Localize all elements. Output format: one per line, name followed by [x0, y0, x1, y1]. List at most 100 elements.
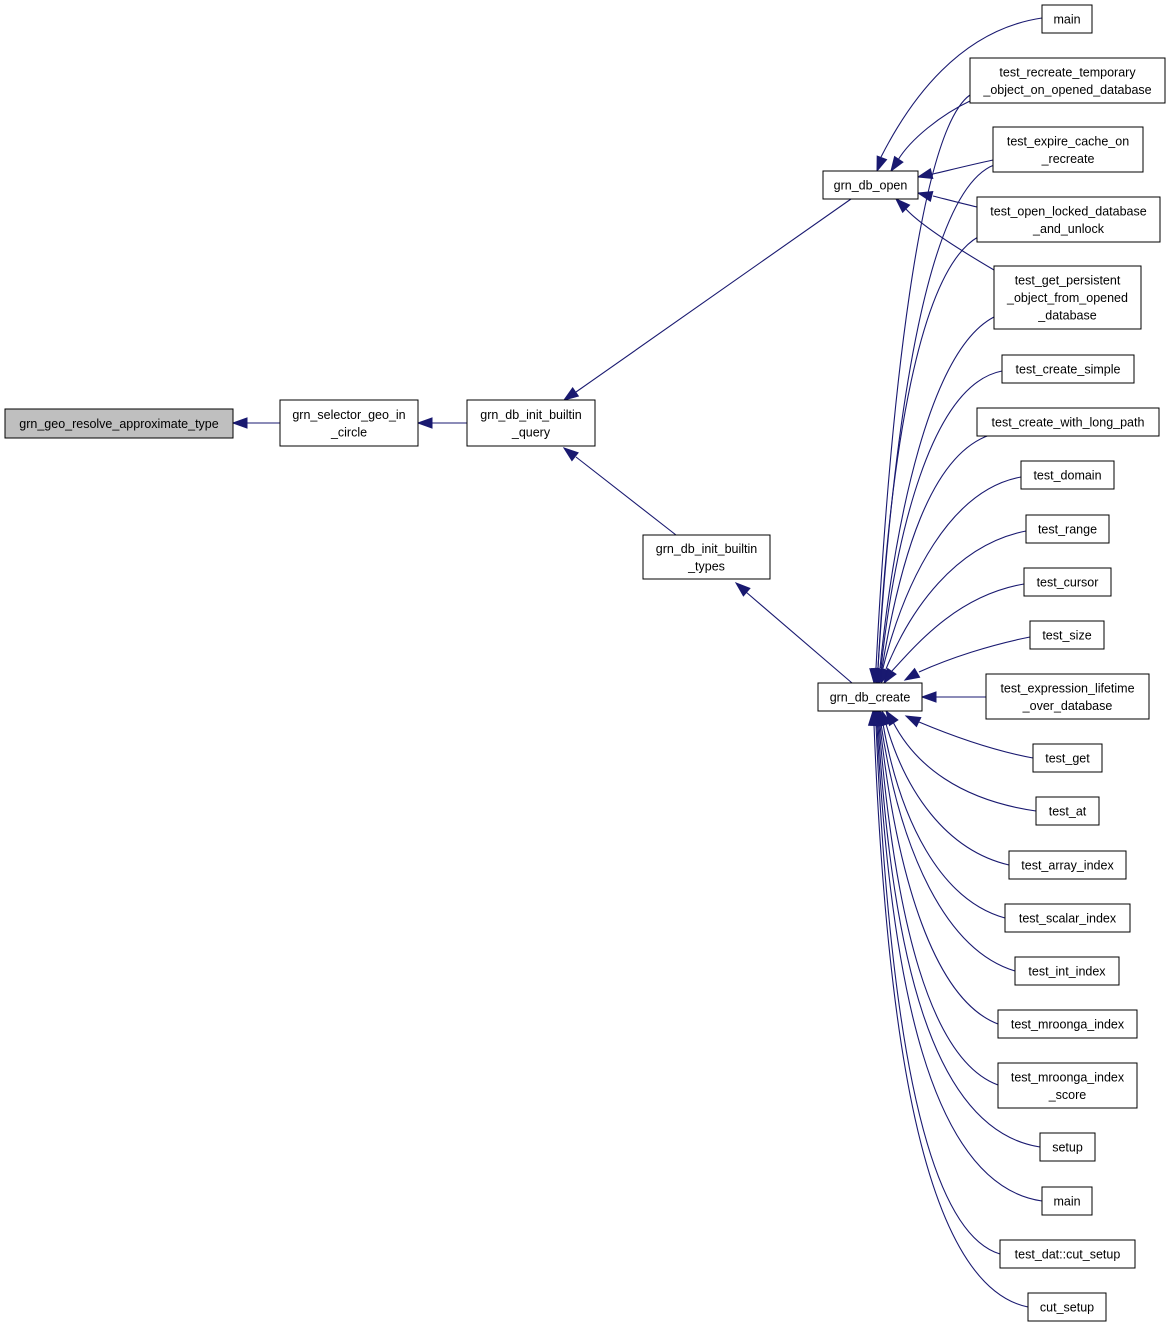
- node-box: [985, 673, 1150, 720]
- edge-sel_geo-to-root: [231, 417, 280, 429]
- arrowhead-icon: [562, 387, 580, 401]
- node-box: [1035, 796, 1100, 826]
- node-t-scalar-index[interactable]: test_scalar_index: [1004, 903, 1131, 933]
- node-cut-setup[interactable]: cut_setup: [1027, 1292, 1107, 1322]
- node-label: main: [1053, 1195, 1080, 1209]
- node-root[interactable]: grn_geo_resolve_approximate_type: [4, 408, 234, 439]
- node-box: [1014, 956, 1120, 986]
- node-label: test_create_with_long_path: [992, 416, 1145, 430]
- edge-line: [876, 724, 1043, 1202]
- node-t-size[interactable]: test_size: [1029, 620, 1105, 650]
- arrowhead-icon: [876, 155, 888, 173]
- node-box: [1041, 1186, 1093, 1216]
- edge-line: [575, 456, 677, 536]
- node-db-open[interactable]: grn_db_open: [822, 170, 919, 200]
- edge-main_2-to-db_create: [870, 709, 1043, 1202]
- node-box: [1029, 620, 1105, 650]
- node-t-cursor[interactable]: test_cursor: [1023, 567, 1112, 597]
- edge-t_range-to-db_create: [880, 530, 1027, 685]
- arrowhead-icon: [867, 709, 880, 726]
- node-label: grn_db_open: [834, 179, 908, 193]
- node-main-1[interactable]: main: [1041, 4, 1093, 34]
- node-t-array-index[interactable]: test_array_index: [1008, 850, 1127, 880]
- node-t-create-long[interactable]: test_create_with_long_path: [976, 407, 1160, 437]
- edge-line: [879, 724, 999, 1025]
- edge-t_cursor-to-db_create: [883, 583, 1025, 685]
- node-t-mroonga-score[interactable]: test_mroonga_index_score: [997, 1062, 1138, 1109]
- edge-line: [879, 316, 995, 669]
- node-label: test_open_locked_database: [990, 204, 1146, 218]
- node-label: test_create_simple: [1016, 363, 1121, 377]
- node-label: grn_selector_geo_in: [292, 408, 405, 422]
- node-box: [999, 1239, 1136, 1269]
- node-main-2[interactable]: main: [1041, 1186, 1093, 1216]
- node-t-expr-lifetime[interactable]: test_expression_lifetime _over_database: [985, 673, 1150, 720]
- edge-line: [918, 636, 1031, 673]
- node-label: main: [1053, 13, 1080, 27]
- node-label: test_recreate_temporary: [999, 65, 1136, 79]
- edge-line: [891, 583, 1025, 672]
- node-init-query[interactable]: grn_db_init_builtin _query: [466, 399, 596, 447]
- edge-main_1-to-db_open: [876, 17, 1043, 173]
- node-db-create[interactable]: grn_db_create: [817, 682, 923, 712]
- node-label: _over_database: [1022, 699, 1113, 713]
- node-label: grn_db_init_builtin: [480, 408, 582, 422]
- edge-t_get-to-db_create: [904, 715, 1034, 759]
- edge-t_recreate_tmp-to-db_open: [890, 99, 973, 173]
- arrowhead-icon: [231, 417, 248, 429]
- edge-line: [880, 723, 1016, 972]
- node-t-dat-cut-setup[interactable]: test_dat::cut_setup: [999, 1239, 1136, 1269]
- node-label: _types: [687, 559, 725, 573]
- node-label: grn_geo_resolve_approximate_type: [19, 417, 218, 431]
- edge-t_size-to-db_create: [903, 636, 1031, 681]
- node-box: [822, 170, 919, 200]
- edge-line: [877, 724, 1041, 1148]
- arrowhead-icon: [903, 667, 921, 681]
- node-label: setup: [1052, 1141, 1083, 1155]
- node-label: test_expire_cache_on: [1007, 134, 1129, 148]
- node-box: [969, 57, 1166, 104]
- edge-t_expire_cache-to-db_open: [916, 159, 994, 180]
- edge-line: [875, 724, 1001, 1255]
- node-box: [466, 399, 596, 447]
- arrowhead-icon: [883, 667, 897, 685]
- edges-layer: [231, 17, 1043, 1308]
- edge-line: [885, 723, 1010, 866]
- edge-cut_setup-to-db_create: [867, 709, 1029, 1308]
- edge-init_types-to-init_query: [562, 447, 677, 536]
- node-t-at[interactable]: test_at: [1035, 796, 1100, 826]
- node-box: [997, 1009, 1138, 1039]
- node-t-create-simple[interactable]: test_create_simple: [1001, 354, 1135, 384]
- node-box: [1020, 460, 1115, 490]
- node-box: [4, 408, 234, 439]
- node-t-get-persistent[interactable]: test_get_persistent_object_from_opened_d…: [993, 265, 1142, 330]
- edge-t_open_locked-to-db_open: [916, 190, 978, 208]
- arrowhead-icon: [916, 167, 934, 180]
- edge-db_create-to-init_types: [734, 582, 853, 684]
- node-label: _object_on_opened_database: [982, 83, 1151, 97]
- edge-t_create_long-to-db_create: [876, 434, 991, 685]
- node-t-get[interactable]: test_get: [1032, 743, 1103, 773]
- node-t-range[interactable]: test_range: [1025, 514, 1110, 544]
- node-init-types[interactable]: grn_db_init_builtin_types: [642, 534, 771, 580]
- node-t-expire-cache[interactable]: test_expire_cache_on_recreate: [992, 126, 1144, 173]
- node-t-int-index[interactable]: test_int_index: [1014, 956, 1120, 986]
- node-label: test_domain: [1033, 469, 1101, 483]
- node-label: _query: [511, 425, 551, 439]
- node-t-domain[interactable]: test_domain: [1020, 460, 1115, 490]
- edge-line: [932, 195, 978, 208]
- node-setup[interactable]: setup: [1039, 1132, 1096, 1162]
- node-label: _database: [1037, 309, 1096, 323]
- node-box: [817, 682, 923, 712]
- node-t-mroonga-index[interactable]: test_mroonga_index: [997, 1009, 1138, 1039]
- node-t-open-locked[interactable]: test_open_locked_database_and_unlock: [976, 196, 1161, 243]
- node-sel-geo[interactable]: grn_selector_geo_in_circle: [279, 399, 419, 447]
- node-t-recreate-tmp[interactable]: test_recreate_temporary _object_on_opened…: [969, 57, 1166, 104]
- node-box: [992, 126, 1144, 173]
- edge-db_open-to-init_query: [562, 198, 852, 401]
- arrowhead-icon: [916, 190, 934, 203]
- node-box: [642, 534, 771, 580]
- node-box: [997, 1062, 1138, 1109]
- node-box: [1041, 4, 1093, 34]
- node-label: test_expression_lifetime: [1000, 681, 1134, 695]
